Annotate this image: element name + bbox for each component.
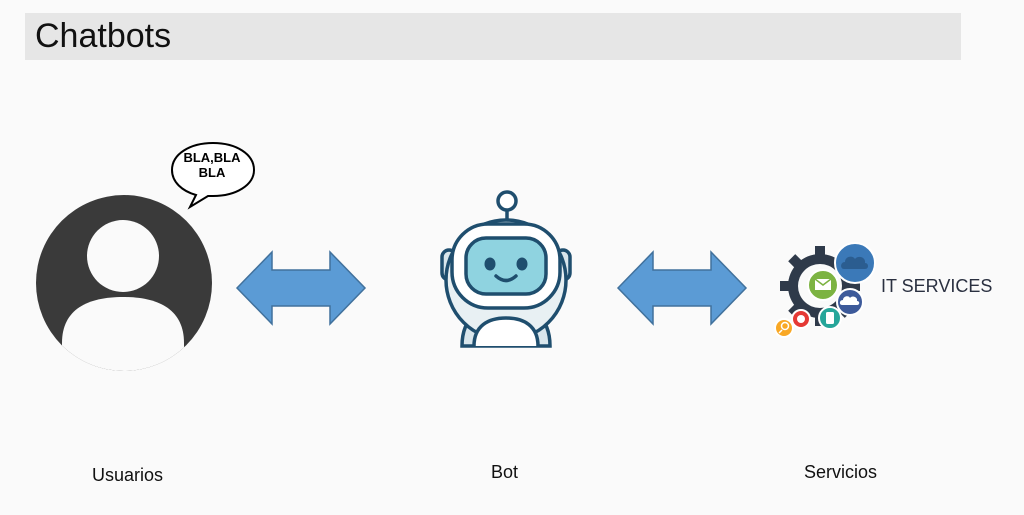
speech-bubble-line2: BLA (198, 165, 226, 180)
user-avatar-icon (36, 195, 212, 371)
speech-bubble-text: BLA,BLA BLA (172, 150, 252, 180)
double-arrow-left (235, 250, 367, 326)
bot-label: Bot (491, 462, 519, 482)
speech-bubble-icon (170, 141, 256, 210)
it-services-gear-icon (774, 242, 876, 338)
it-services-logo-text: IT SERVICES (881, 276, 993, 296)
speech-bubble-line1: BLA,BLA (183, 150, 241, 165)
robot-icon (440, 190, 572, 348)
page-title: Chatbots (35, 17, 172, 55)
double-arrow-right (616, 250, 748, 326)
services-label: Servicios (804, 462, 878, 482)
user-label: Usuarios (92, 465, 164, 485)
title-bar: Chatbots (25, 13, 961, 60)
